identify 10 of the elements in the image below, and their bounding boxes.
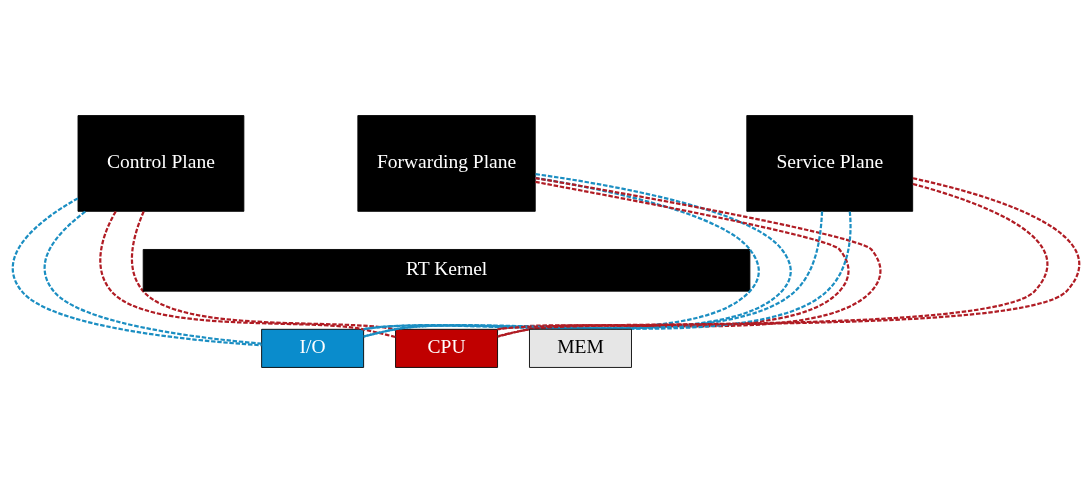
node-box: I/O — [261, 328, 365, 368]
connector — [99, 210, 396, 339]
connector — [43, 210, 262, 345]
node-box: Service Plane — [746, 115, 914, 212]
node-box: MEM — [529, 328, 632, 368]
node-box: Control Plane — [77, 115, 245, 212]
node-box: CPU — [395, 328, 498, 368]
node-box: Forwarding Plane — [357, 115, 536, 212]
connector — [11, 197, 262, 347]
node-box: RT Kernel — [142, 249, 751, 292]
